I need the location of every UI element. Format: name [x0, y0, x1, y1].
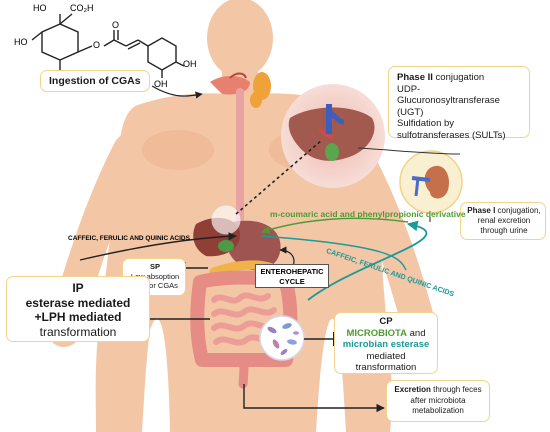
sp-line2: rate for CGAs: [132, 281, 178, 290]
molecule-oh-ring2: OH: [154, 79, 168, 89]
cp-line3: mediated: [366, 350, 406, 362]
phase2-line1: UDP-: [397, 83, 421, 95]
caffeic-left-arrow: [79, 232, 237, 261]
phase1-title: Phase I: [467, 206, 496, 215]
magnifier-circle: [211, 205, 241, 235]
enterohepatic-text: ENTEROHEPATIC CYCLE: [256, 267, 328, 286]
ip-line1: esterase mediated: [25, 295, 131, 310]
excretion-box: Excretion through feces after microbiota…: [386, 380, 490, 422]
phase1-text: Phase I conjugation, renal excretion thr…: [465, 206, 543, 236]
ingestion-label: Ingestion of CGAs: [49, 75, 141, 87]
cp-line4: transformation: [355, 362, 417, 373]
ip-line3: transformation: [39, 324, 117, 339]
sp-title: SP: [149, 262, 160, 271]
ip-text: IP esterase mediated +LPH mediated trans…: [7, 281, 149, 339]
cp-text: CP MICROBIOTA and microbian esterase med…: [335, 316, 437, 374]
enterohepatic-box: ENTEROHEPATIC CYCLE: [255, 264, 329, 288]
phase2-line4: Sulfidation by: [397, 118, 455, 129]
phase2-title: Phase II: [397, 72, 433, 83]
molecule-ho-top: HO: [33, 3, 47, 13]
excretion-line2: after microbiota: [410, 395, 466, 405]
metabolite-label: m-coumaric acid and phenylpropionic deri…: [270, 209, 466, 219]
caffeic-left-label: CAFFEIC, FERULIC AND QUINIC ACIDS: [68, 235, 190, 242]
phase2-line5: sulfotransferases (SULTs): [397, 129, 506, 141]
microbiota-icon: [259, 315, 305, 361]
cp-microbiota: MICROBIOTA: [346, 327, 407, 339]
phase1-title-rest: conjugation,: [495, 206, 541, 215]
phase2-line3: (UGT): [397, 106, 424, 118]
chlorogenic-acid-structure: [31, 13, 185, 78]
ip-title: IP: [72, 281, 84, 295]
excretion-rest: through feces: [430, 385, 482, 394]
cp-box: CP MICROBIOTA and microbian esterase med…: [334, 312, 438, 374]
excretion-text: Excretion through feces after microbiota…: [387, 385, 489, 417]
phase1-line3: through urine: [480, 226, 528, 235]
rectum-icon: [238, 355, 249, 389]
kidney-icon: [399, 150, 463, 214]
cp-esterase: microbian esterase: [342, 339, 430, 350]
teal-return-line: [261, 235, 407, 271]
enterohepatic-line1: ENTEROHEPATIC: [260, 267, 324, 276]
cp-and: and: [407, 327, 426, 339]
molecule-oh-ring1: OH: [183, 59, 197, 69]
molecule-ester-o: O: [93, 40, 101, 50]
metabolite-arrow: [261, 217, 409, 234]
excretion-arrow: [243, 384, 385, 413]
phase1-box: Phase I conjugation, renal excretion thr…: [460, 202, 546, 240]
excretion-line3: metabolization: [412, 406, 464, 415]
ingestion-arrow: [151, 85, 203, 99]
phase2-title-rest: conjugation: [432, 72, 485, 83]
ingestion-box: Ingestion of CGAs: [40, 70, 150, 92]
liver-enlarged-icon: [281, 84, 385, 188]
enterohepatic-line2: CYCLE: [279, 276, 305, 286]
cp-title: CP: [379, 316, 393, 327]
liver-kidney-connector: [357, 147, 461, 155]
phase1-line2: renal excretion: [477, 216, 531, 225]
dashed-link-arrow: [235, 139, 323, 215]
gallbladder-icon: [218, 240, 234, 252]
phase2-line2: Glucuronosyltransferase: [397, 95, 500, 106]
phase2-box: Phase II conjugation UDP- Glucuronosyltr…: [388, 66, 530, 141]
phase2-text: Phase II conjugation UDP- Glucuronosyltr…: [397, 72, 506, 141]
molecule-ho-left: HO: [14, 37, 28, 47]
sp-text: SP Low absoption rate for CGAs: [125, 262, 185, 291]
molecule-co2h: CO₂H: [70, 3, 94, 13]
caffeic-right-arrow: [307, 220, 428, 301]
sp-line1: Low absoption: [130, 271, 180, 281]
molecule-carbonyl-o: O: [112, 20, 120, 30]
ip-box: IP esterase mediated +LPH mediated trans…: [6, 276, 150, 342]
ip-line2: +LPH mediated: [34, 310, 122, 324]
excretion-bold: Excretion: [394, 385, 431, 394]
